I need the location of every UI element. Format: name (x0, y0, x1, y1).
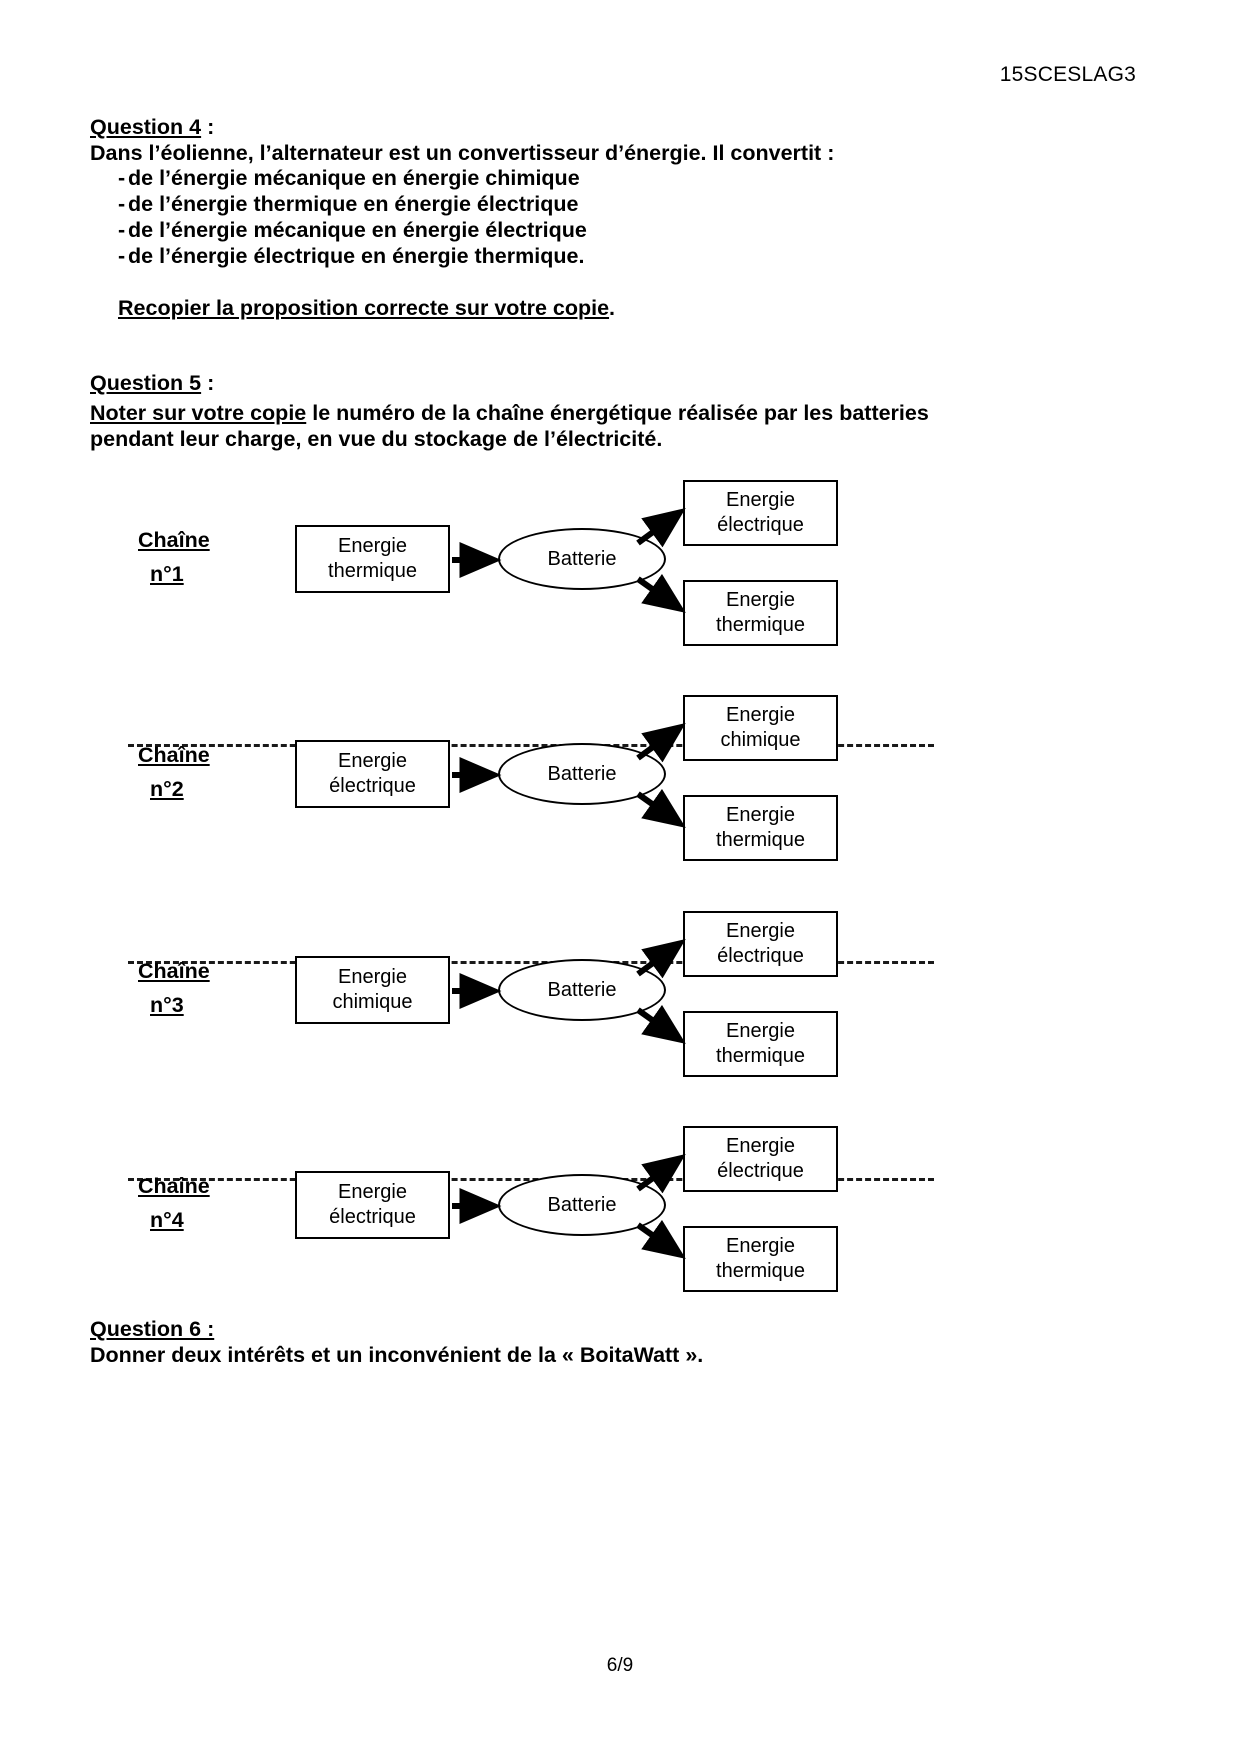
chain-4-source-box: Energie électrique (295, 1171, 450, 1239)
chain-4: Chaîne n°4 Energie électrique Batterie E… (0, 1121, 1240, 1321)
chain-separator-2 (128, 961, 934, 964)
chain-4-label-line2: n°4 (150, 1208, 184, 1232)
chain-1-source-line2: thermique (328, 560, 417, 582)
chain-4-output-top-line1: Energie (726, 1135, 795, 1157)
chain-2-converter-label: Batterie (547, 762, 617, 785)
chain-2-source-line1: Energie (338, 750, 407, 772)
question5-heading-text: Question 5 (90, 371, 202, 395)
document-code: 15SCESLAG3 (999, 63, 1136, 86)
chain-2-label: Chaîne n°2 (138, 738, 288, 806)
chain-2-arrow-out-bottom (636, 788, 686, 828)
chain-2-output-bottom-box: Energie thermique (683, 795, 838, 861)
chain-3-label-line2: n°3 (150, 993, 184, 1017)
chain-4-label: Chaîne n°4 (138, 1169, 288, 1237)
chain-1-label: Chaîne n°1 (138, 523, 288, 591)
question4-intro: Dans l’éolienne, l’alternateur est un co… (90, 141, 835, 165)
question4-heading: Question 4 : (90, 114, 214, 140)
question4-option-3: de l’énergie mécanique en énergie électr… (128, 218, 587, 242)
question4-heading-colon: : (201, 115, 215, 139)
bullet-dash-icon: - (118, 244, 126, 268)
question6-line-1: Donner deux intérêts et un inconvénient … (90, 1343, 704, 1367)
chain-1-converter-label: Batterie (547, 547, 617, 570)
chain-2-label-line2: n°2 (150, 777, 184, 801)
chain-1-label-line2: n°1 (150, 562, 184, 586)
chain-3-output-bottom-box: Energie thermique (683, 1011, 838, 1077)
chain-1-arrow-out-bottom (636, 573, 686, 613)
question4-instruction-underlined: Recopier la proposition correcte sur vot… (118, 296, 610, 320)
chain-3-converter-ellipse: Batterie (498, 959, 666, 1021)
chain-1-converter-ellipse: Batterie (498, 528, 666, 590)
question4-option-4: de l’énergie électrique en énergie therm… (128, 244, 585, 268)
bullet-dash-icon: - (118, 218, 126, 242)
chain-3-output-bottom-line1: Energie (726, 1020, 795, 1042)
chain-4-converter-ellipse: Batterie (498, 1174, 666, 1236)
chain-4-output-bottom-line2: thermique (716, 1260, 805, 1282)
chain-2: Chaîne n°2 Energie électrique Batterie E… (0, 690, 1240, 890)
chain-1: Chaîne n°1 Energie thermique Batterie En… (0, 475, 1240, 675)
chain-2-source-box: Energie électrique (295, 740, 450, 808)
chain-3-arrow-out-bottom (636, 1004, 686, 1044)
chain-2-label-line1: Chaîne (138, 743, 210, 767)
question4-heading-text: Question 4 (90, 115, 202, 139)
chain-2-source-line2: électrique (329, 775, 416, 797)
chain-4-source-line1: Energie (338, 1181, 407, 1203)
chain-4-output-top-box: Energie électrique (683, 1126, 838, 1192)
list-item: - de l’énergie mécanique en énergie chim… (90, 166, 587, 192)
chain-3-converter-label: Batterie (547, 978, 617, 1001)
question6-heading-text: Question 6 : (90, 1317, 215, 1341)
chain-3-output-top-line2: électrique (717, 945, 804, 967)
chain-2-converter-ellipse: Batterie (498, 743, 666, 805)
page-number: 6/9 (606, 1655, 634, 1676)
chain-4-converter-label: Batterie (547, 1193, 617, 1216)
question5-heading-colon: : (201, 371, 215, 395)
chain-4-output-top-line2: électrique (717, 1160, 804, 1182)
chain-2-output-top-box: Energie chimique (683, 695, 838, 761)
question4-instruction: Recopier la proposition correcte sur vot… (118, 295, 615, 321)
chain-1-source-line1: Energie (338, 535, 407, 557)
chain-separator-1 (128, 744, 934, 747)
question4-options-list: - de l’énergie mécanique en énergie chim… (90, 166, 587, 270)
chain-1-output-top-line2: électrique (717, 514, 804, 536)
chain-1-output-bottom-box: Energie thermique (683, 580, 838, 646)
chain-1-label-line1: Chaîne (138, 528, 210, 552)
chain-1-output-top-box: Energie électrique (683, 480, 838, 546)
chain-4-arrow-out-bottom (636, 1219, 686, 1259)
chain-1-source-box: Energie thermique (295, 525, 450, 593)
chain-3-label: Chaîne n°3 (138, 954, 288, 1022)
question5-line-1-rest: le numéro de la chaîne énergétique réali… (306, 401, 929, 425)
chain-2-output-top-line1: Energie (726, 704, 795, 726)
list-item: - de l’énergie thermique en énergie élec… (90, 192, 587, 218)
list-item: - de l’énergie électrique en énergie the… (90, 244, 587, 270)
chain-1-output-bottom-line1: Energie (726, 589, 795, 611)
chain-1-output-bottom-line2: thermique (716, 614, 805, 636)
question5-line-1: Noter sur votre copie le numéro de la ch… (90, 400, 929, 426)
chain-3-source-box: Energie chimique (295, 956, 450, 1024)
question4-instruction-period: . (609, 296, 616, 320)
chain-3-output-top-line1: Energie (726, 920, 795, 942)
chain-2-output-bottom-line2: thermique (716, 829, 805, 851)
chain-3: Chaîne n°3 Energie chimique Batterie Ene… (0, 906, 1240, 1106)
chain-4-output-bottom-line1: Energie (726, 1235, 795, 1257)
chain-3-source-line2: chimique (332, 991, 413, 1013)
question5-heading: Question 5 : (90, 370, 214, 396)
chain-4-label-line1: Chaîne (138, 1174, 210, 1198)
question5-emphasis: Noter sur votre copie (90, 401, 307, 425)
bullet-dash-icon: - (118, 192, 126, 216)
chain-3-output-top-box: Energie électrique (683, 911, 838, 977)
chain-4-output-bottom-box: Energie thermique (683, 1226, 838, 1292)
chain-2-output-top-line2: chimique (720, 729, 801, 751)
question4-option-2: de l’énergie thermique en énergie électr… (128, 192, 579, 216)
question6-heading: Question 6 : (90, 1316, 214, 1342)
chain-3-output-bottom-line2: thermique (716, 1045, 805, 1067)
chain-4-source-line2: électrique (329, 1206, 416, 1228)
bullet-dash-icon: - (118, 166, 126, 190)
list-item: - de l’énergie mécanique en énergie élec… (90, 218, 587, 244)
chain-3-source-line1: Energie (338, 966, 407, 988)
question5-line-2: pendant leur charge, en vue du stockage … (90, 427, 663, 451)
chain-3-label-line1: Chaîne (138, 959, 210, 983)
chain-1-output-top-line1: Energie (726, 489, 795, 511)
question4-option-1: de l’énergie mécanique en énergie chimiq… (128, 166, 580, 190)
chain-2-output-bottom-line1: Energie (726, 804, 795, 826)
